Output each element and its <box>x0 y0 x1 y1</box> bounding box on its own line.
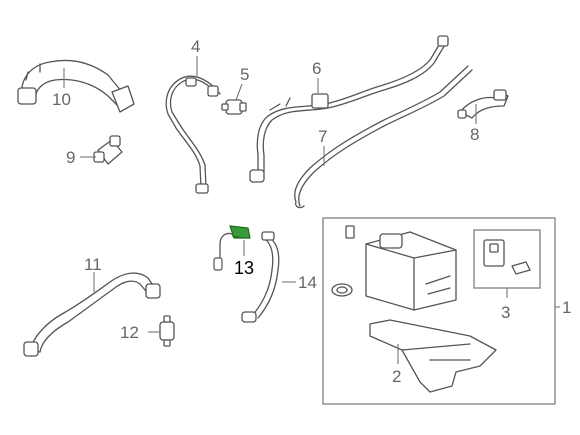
callout-3[interactable]: 3 <box>501 303 510 322</box>
grommet <box>331 283 353 297</box>
part-10-hose[interactable] <box>17 59 135 113</box>
part-12-connector[interactable] <box>159 315 175 347</box>
part-3-clip[interactable] <box>483 239 531 275</box>
part-2-shield[interactable] <box>369 319 497 393</box>
callout-9[interactable]: 9 <box>66 148 75 167</box>
callout-13[interactable]: 13 <box>234 258 254 278</box>
part-14-tube[interactable] <box>241 231 280 323</box>
callout-10[interactable]: 10 <box>52 90 71 109</box>
callout-11[interactable]: 11 <box>84 255 102 274</box>
callout-4[interactable]: 4 <box>191 37 200 56</box>
callout-8[interactable]: 8 <box>470 125 479 144</box>
part-9-sensor[interactable] <box>93 135 123 165</box>
part-6-vapor-tube[interactable] <box>249 35 449 183</box>
part-5-valve[interactable] <box>221 99 247 115</box>
callout-2[interactable]: 2 <box>392 367 401 386</box>
part-13-connector[interactable] <box>213 225 251 271</box>
callout-12[interactable]: 12 <box>120 323 139 342</box>
part-11-hose[interactable] <box>23 272 161 357</box>
assembly-frame <box>322 217 556 405</box>
callout-1[interactable]: 1 <box>562 298 571 317</box>
part-7-line[interactable] <box>294 65 473 209</box>
callout-7[interactable]: 7 <box>318 127 327 146</box>
part-1-canister[interactable] <box>345 225 457 311</box>
callout-6[interactable]: 6 <box>312 59 321 78</box>
part-4-vacuum-line[interactable] <box>165 75 221 194</box>
callout-5[interactable]: 5 <box>240 65 249 84</box>
part-8-hose[interactable] <box>457 89 509 119</box>
leader-5 <box>235 83 243 101</box>
callout-14[interactable]: 14 <box>298 273 317 292</box>
